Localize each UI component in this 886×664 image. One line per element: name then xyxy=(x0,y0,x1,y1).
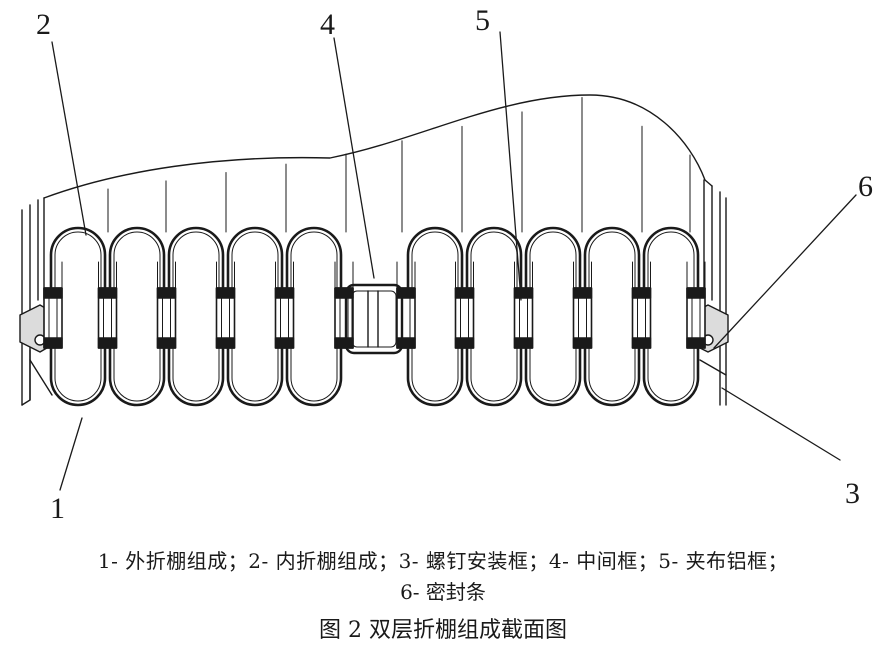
fold-inner-line xyxy=(411,231,459,402)
fold-inner-line xyxy=(290,231,338,402)
leader-5 xyxy=(499,31,522,301)
figure-caption: 图 2 双层折棚组成截面图 xyxy=(319,618,567,643)
clamp-frame xyxy=(454,261,475,349)
label-2: 2 xyxy=(36,8,51,41)
clamp-frame xyxy=(513,261,534,349)
fold-inner-line xyxy=(113,231,161,402)
legend-line-2: 6- 密封条 xyxy=(400,580,486,604)
clamp-frame xyxy=(572,261,593,349)
label-3: 3 xyxy=(845,477,860,510)
label-1: 1 xyxy=(50,492,65,525)
fold-loop xyxy=(167,226,225,407)
leader-3 xyxy=(721,387,841,461)
label-5: 5 xyxy=(475,4,490,37)
fold-inner-line xyxy=(231,231,279,402)
leader-4 xyxy=(333,37,375,279)
roof-ribs xyxy=(107,97,691,233)
fold-inner-line xyxy=(172,231,220,402)
leader-lines xyxy=(51,31,857,491)
bellows-cross-section-diagram: 2 4 5 6 3 1 xyxy=(19,4,873,525)
leader-6 xyxy=(713,194,857,349)
fold-loop xyxy=(465,226,523,407)
clamp-frame xyxy=(215,261,236,349)
fold-inner-line xyxy=(470,231,518,402)
middle-frame xyxy=(344,283,404,355)
fold-inner-line xyxy=(54,231,102,402)
clamp-frame xyxy=(156,261,177,349)
label-6: 6 xyxy=(858,170,873,203)
fold-loop xyxy=(285,226,343,407)
clamp-frame xyxy=(686,261,706,349)
clamp-frame xyxy=(97,261,118,349)
fold-loop xyxy=(49,226,107,407)
clamp-frame xyxy=(631,261,652,349)
fold-inner-line xyxy=(529,231,577,402)
legend-line-1: 1- 外折棚组成；2- 内折棚组成；3- 螺钉安装框；4- 中间框；5- 夹布铝… xyxy=(97,549,789,573)
clamp-frame xyxy=(334,261,354,349)
leader-2 xyxy=(51,41,87,236)
label-4: 4 xyxy=(320,8,335,41)
clamp-frame xyxy=(43,261,63,349)
fold-loop xyxy=(583,226,641,407)
bellows-drawing xyxy=(19,31,857,491)
fold-loop xyxy=(406,226,464,407)
fold-inner-line xyxy=(647,231,695,402)
clamp-frames xyxy=(43,261,706,349)
fold-loop xyxy=(524,226,582,407)
fold-loop xyxy=(642,226,700,407)
leader-1 xyxy=(59,417,83,491)
roof-outline xyxy=(43,94,713,199)
fold-inner-line xyxy=(588,231,636,402)
fold-loop xyxy=(226,226,284,407)
clamp-frame xyxy=(274,261,295,349)
fold-loop xyxy=(108,226,166,407)
bellows-folds xyxy=(49,226,700,407)
